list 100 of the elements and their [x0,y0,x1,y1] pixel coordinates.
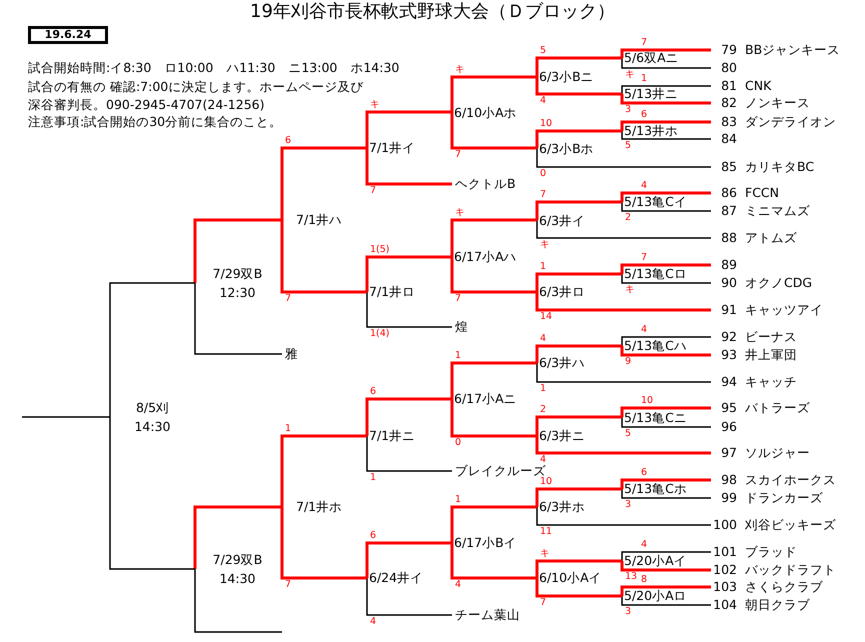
score-label: キ [369,100,381,110]
bracket-line [536,56,622,77]
match-label: 7/1井イ [367,140,452,156]
team-number: 89 [720,257,737,273]
match-label: 6/3井ロ [537,284,622,300]
team-number: 88 [720,230,737,246]
team-number: 97 [720,445,737,461]
score-label: 6 [640,468,648,478]
bracket-line [450,218,537,257]
bracket-line [536,578,622,598]
match-label: 8/5刈 14:30 [110,398,195,436]
score-label: 4 [369,617,378,627]
bracket-line [194,506,282,569]
team-number: 96 [720,419,737,435]
score-label: 6 [369,531,378,541]
match-label: 6/17小Aハ [452,249,537,265]
score-label: 14 [539,312,554,322]
team-name: 井上軍団 [745,347,797,362]
bracket-line [621,202,711,212]
score-label: 4 [454,580,462,590]
bracket-line [621,551,711,561]
bracket-line [621,596,711,606]
score-label: キ [454,65,466,75]
match-label: 6/3井イ [537,213,622,229]
team-number: 102 [712,562,737,578]
bracket-line [366,148,452,186]
score-label: 4 [640,181,648,191]
bracket-line [536,272,622,292]
team-name: さくらクラブ [745,579,823,594]
match-label: 5/13亀Cイ [622,194,707,210]
score-label: キ [454,208,466,218]
bracket-line [366,292,452,328]
team-number: 99 [720,490,737,506]
match-label: 5/20小Aロ [622,588,707,604]
bracket-line [280,434,367,507]
bracket-line [450,362,537,399]
bracket-line [536,77,622,96]
match-label: 7/1井ロ [367,284,452,300]
match-label: 7/1井ニ [367,428,452,444]
bracket-line [620,264,711,274]
bracket-line [620,94,711,104]
score-label: 7 [284,294,292,304]
team-name: BBジャンキース [745,42,840,57]
score-label: 4 [640,540,648,550]
score-label: 7 [369,186,378,196]
team-name: 刈谷ビッキーズ [745,517,836,532]
score-label: 13 [624,572,638,582]
team-name: ダンデライオン [745,114,836,129]
team-number: 81 [720,78,737,94]
score-label: 0 [539,169,548,179]
bracket-line [620,192,711,202]
match-label: 5/6双Aニ [622,50,707,66]
team-number: 87 [720,203,737,219]
team-name: スカイホークス [745,472,836,487]
score-label: 10 [539,119,554,129]
team-number: 95 [720,400,737,416]
bracket-line [620,478,711,489]
bracket-line [621,274,711,284]
bracket-line [536,200,622,220]
team-number: 92 [720,329,737,345]
team-name: CNK [745,78,772,93]
note-text: 試合開始時間:イ8:30 ロ10:00 ハ11:30 ニ13:00 ホ14:30 [28,60,400,76]
score-label: 7 [539,598,548,608]
team-number: 94 [720,374,737,390]
score-label: 3 [624,500,632,510]
bracket-line [536,416,622,436]
match-label: 6/3小Bニ [537,69,622,85]
score-label: 4 [539,334,548,344]
match-label: 6/24井イ [367,570,452,586]
score-label: 1 [539,262,548,272]
team-number: 91 [720,302,737,318]
bracket-line [620,346,711,356]
bracket-line [280,507,367,580]
score-label: 7 [640,38,648,48]
note-text: 試合の有無の 確認:7:00に決定します。ホームページ及び [28,79,364,95]
match-label: 6/17小Aニ [452,391,537,407]
bracket-line [280,146,367,220]
score-label: 7 [454,294,462,304]
match-label: 6/3井ハ [537,355,622,371]
score-label: 6 [284,136,292,146]
team-number: 101 [712,544,737,560]
bracket-line [450,112,537,150]
match-label: 6/17小Bイ [452,535,537,551]
score-label: キ [624,70,636,80]
score-label: 5 [624,141,632,151]
team-name: 煌 [452,319,562,335]
match-label: 5/13亀Cハ [622,338,707,354]
score-label: 1 [454,351,462,361]
team-number: 90 [720,275,737,291]
team-name: 雅 [282,346,392,362]
bracket-line [366,436,452,472]
team-number: 93 [720,347,737,363]
score-label: 4 [539,96,548,106]
bracket-line [620,120,711,131]
bracket-line [280,220,367,294]
score-label: 1 [640,74,648,84]
bracket-line [22,416,110,418]
team-number: 100 [712,517,737,533]
team-number: 85 [720,159,737,175]
bracket-line [536,292,711,312]
